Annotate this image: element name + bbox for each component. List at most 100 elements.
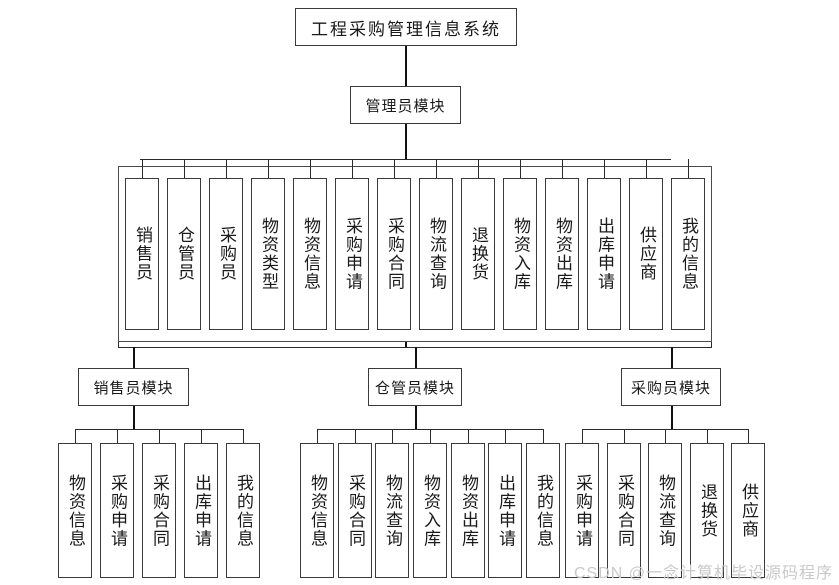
module-1-leaf-3-label: 采购合同 <box>150 473 170 548</box>
connector-module-1-leaf-1 <box>75 429 76 443</box>
module-1-leaf-3[interactable]: 采购合同 <box>142 443 176 578</box>
module-3-leaf-1[interactable]: 采购申请 <box>565 443 599 578</box>
admin-leaf-10-label: 物资入库 <box>511 217 531 291</box>
connector-module-3-leaf-5 <box>748 429 749 443</box>
connector-admin-leaf-14 <box>688 159 689 178</box>
module-2-leaf-1[interactable]: 物资信息 <box>300 443 334 578</box>
modules-bus-left-riser <box>118 342 119 348</box>
connector-admin-leaf-13 <box>646 159 647 178</box>
module-2-leaf-2[interactable]: 采购合同 <box>338 443 372 578</box>
connector-module-3-leaf-4 <box>707 429 708 443</box>
admin-leaf-13-label: 供应商 <box>637 226 657 282</box>
module-2-leaf-7-label: 我的信息 <box>534 473 554 548</box>
module-2-leaf-6-label: 出库申请 <box>496 473 516 548</box>
connector-admin-leaf-5 <box>310 159 311 178</box>
admin-leaf-6[interactable]: 采购申请 <box>335 178 369 330</box>
module-1-leaf-1[interactable]: 物资信息 <box>58 443 92 578</box>
module-1-leaf-5-label: 我的信息 <box>234 473 254 548</box>
admin-leaf-3-label: 采购员 <box>217 226 237 282</box>
module-header-1[interactable]: 销售员模块 <box>78 368 189 406</box>
connector-admin-leaf-3 <box>226 159 227 178</box>
module-2-leaf-5[interactable]: 物资出库 <box>451 443 485 578</box>
admin-leaf-14[interactable]: 我的信息 <box>671 178 705 330</box>
admin-leaf-9-label: 退换货 <box>469 226 489 282</box>
connector-module-3-leaf-2 <box>624 429 625 443</box>
admin-leaf-13[interactable]: 供应商 <box>629 178 663 330</box>
connector-admin-leaf-8 <box>436 159 437 178</box>
admin-leaf-10[interactable]: 物资入库 <box>503 178 537 330</box>
admin-leaf-7-label: 采购合同 <box>385 217 405 291</box>
connector-module-1-to-subbus <box>133 406 135 429</box>
connector-module-3-leaf-1 <box>582 429 583 443</box>
connector-module-1-leaf-3 <box>159 429 160 443</box>
module-header-2[interactable]: 仓管员模块 <box>368 368 462 406</box>
module-1-leaf-2-label: 采购申请 <box>108 473 128 548</box>
admin-leaf-1[interactable]: 销售员 <box>125 178 159 330</box>
module-2-leaf-4[interactable]: 物资入库 <box>413 443 447 578</box>
admin-leaves-frame <box>118 166 712 342</box>
admin-leaf-8[interactable]: 物流查询 <box>419 178 453 330</box>
admin-bus-line <box>140 159 671 160</box>
module-1-leaf-4[interactable]: 出库申请 <box>184 443 218 578</box>
module-header-3-label: 采购员模块 <box>630 380 711 397</box>
module-header-3[interactable]: 采购员模块 <box>621 368 721 406</box>
module-1-leaf-1-label: 物资信息 <box>66 473 86 548</box>
admin-leaf-5[interactable]: 物资信息 <box>293 178 327 330</box>
admin-leaf-12[interactable]: 出库申请 <box>587 178 621 330</box>
admin-leaf-14-label: 我的信息 <box>679 217 699 291</box>
admin-leaf-5-label: 物资信息 <box>301 217 321 291</box>
admin-leaf-11[interactable]: 物资出库 <box>545 178 579 330</box>
connector-module-1-leaf-2 <box>117 429 118 443</box>
module-3-leaf-4[interactable]: 退换货 <box>690 443 724 578</box>
module-header-1-label: 销售员模块 <box>93 380 174 397</box>
module-2-leaf-6[interactable]: 出库申请 <box>488 443 522 578</box>
module-2-leaf-4-label: 物资入库 <box>421 473 441 548</box>
connector-admin-leaf-7 <box>394 159 395 178</box>
connector-module-3-to-subbus <box>671 406 673 429</box>
admin-leaf-4[interactable]: 物资类型 <box>251 178 285 330</box>
connector-module-1-leaf-5 <box>243 429 244 443</box>
admin-module-label: 管理员模块 <box>365 98 446 115</box>
admin-leaf-11-label: 物资出库 <box>553 217 573 291</box>
connector-admin-to-bus <box>405 124 407 159</box>
connector-module-2-leaf-7 <box>543 429 544 443</box>
connector-module-2-to-subbus <box>415 406 417 429</box>
module-2-leaf-5-label: 物资出库 <box>459 473 479 548</box>
connector-module-2-leaf-3 <box>392 429 393 443</box>
module-3-leaf-5[interactable]: 供应商 <box>731 443 765 578</box>
connector-module-3-leaf-3 <box>665 429 666 443</box>
module-3-leaf-3[interactable]: 物流查询 <box>648 443 682 578</box>
admin-leaf-4-label: 物资类型 <box>259 217 279 291</box>
system-title-node: 工程采购管理信息系统 <box>295 8 517 46</box>
module-1-leaf-5[interactable]: 我的信息 <box>226 443 260 578</box>
admin-leaf-9[interactable]: 退换货 <box>461 178 495 330</box>
module-2-leaf-1-label: 物资信息 <box>308 473 328 548</box>
module-1-leaf-4-label: 出库申请 <box>192 473 212 548</box>
module-3-leaf-1-label: 采购申请 <box>573 473 593 548</box>
module-3-leaf-2[interactable]: 采购合同 <box>607 443 641 578</box>
watermark-text: CSDN @一念计算机毕设源码程序 <box>573 565 833 582</box>
admin-leaf-3[interactable]: 采购员 <box>209 178 243 330</box>
module-3-leaf-2-label: 采购合同 <box>615 473 635 548</box>
admin-leaf-12-label: 出库申请 <box>595 217 615 291</box>
module-2-leaf-3[interactable]: 物流查询 <box>375 443 409 578</box>
connector-title-to-admin <box>405 46 407 86</box>
admin-leaf-1-label: 销售员 <box>133 226 153 282</box>
admin-leaf-7[interactable]: 采购合同 <box>377 178 411 330</box>
module-1-leaf-2[interactable]: 采购申请 <box>100 443 134 578</box>
module-2-leaf-7[interactable]: 我的信息 <box>526 443 560 578</box>
connector-module-2-leaf-6 <box>505 429 506 443</box>
system-title-label: 工程采购管理信息系统 <box>311 19 501 39</box>
connector-frame-to-modules-bus <box>405 342 407 347</box>
module-3-leaf-4-label: 退换货 <box>698 482 718 539</box>
admin-leaf-2[interactable]: 仓管员 <box>167 178 201 330</box>
module-2-leaf-3-label: 物流查询 <box>383 473 403 548</box>
connector-admin-leaf-4 <box>268 159 269 178</box>
admin-leaf-6-label: 采购申请 <box>343 217 363 291</box>
connector-bus-to-module-1 <box>133 347 135 368</box>
admin-module-node: 管理员模块 <box>350 86 461 124</box>
connector-module-1-leaf-4 <box>201 429 202 443</box>
connector-module-2-leaf-4 <box>430 429 431 443</box>
connector-bus-to-module-3 <box>671 347 673 368</box>
